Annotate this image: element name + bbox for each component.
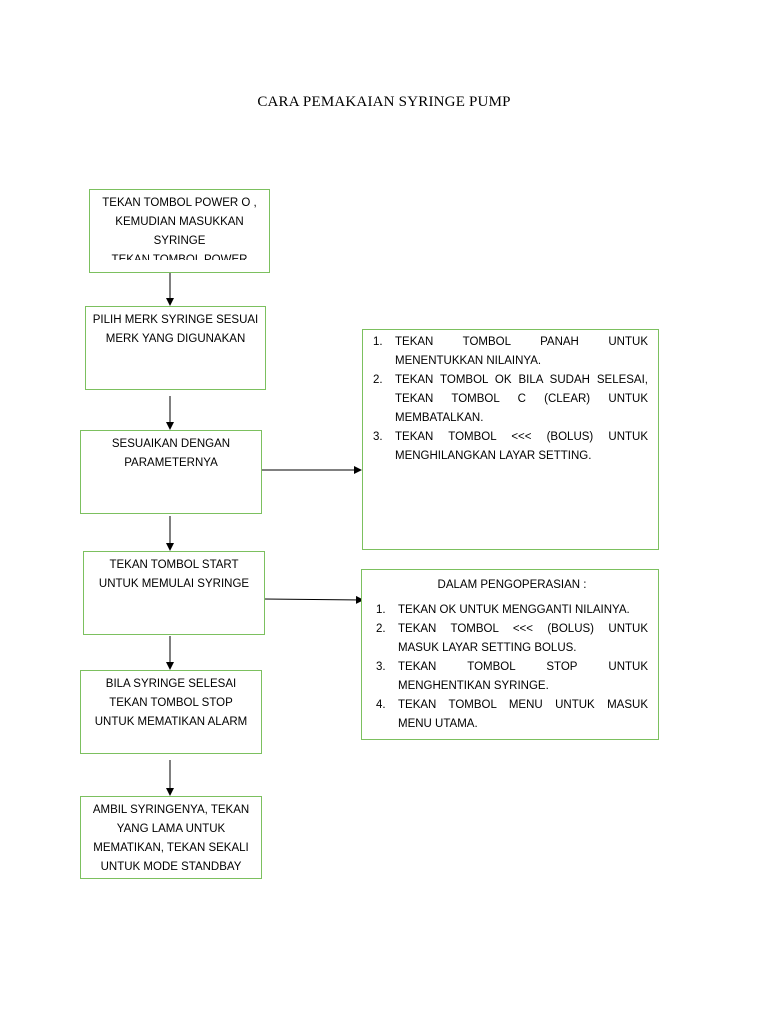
list-number: 2. (376, 623, 386, 635)
step-2-line-2: MERK YANG DIGUNAKAN (105, 333, 246, 345)
operation-notes-box: DALAM PENGOPERASIAN : 1. TEKAN OK UNTUK … (361, 569, 659, 740)
list-number: 3. (376, 661, 386, 673)
list-item-text: MENGHENTIKAN SYRINGE. (398, 680, 549, 692)
step-1-line-3: SYRINGE (153, 235, 206, 247)
step-6-line-1: AMBIL SYRINGENYA, TEKAN (92, 804, 250, 816)
step-4-line-2: UNTUK MEMULAI SYRINGE (98, 578, 250, 590)
list-item-text: MASUK LAYAR SETTING BOLUS. (398, 642, 577, 654)
step-3-box: SESUAIKAN DENGAN PARAMETERNYA (80, 430, 262, 514)
step-5-box: BILA SYRINGE SELESAI TEKAN TOMBOL STOP U… (80, 670, 262, 754)
list-item: 1. TEKAN OK UNTUK MENGGANTI NILAINYA. (376, 601, 648, 620)
list-item-text: TEKAN TOMBOL MENU UNTUK MASUK (398, 699, 648, 711)
parameter-notes-list: 1. TEKAN TOMBOL PANAH UNTUK MENENTUKKAN … (373, 333, 648, 466)
list-item-text: TEKAN TOMBOL STOP UNTUK (398, 661, 648, 673)
list-item-text: MENENTUKKAN NILAINYA. (395, 355, 542, 367)
list-item-text: MENGHILANGKAN LAYAR SETTING. (395, 450, 592, 462)
step-1-clipped-text: TEKAN TOMBOL POWER (111, 254, 248, 266)
step-6-line-2: YANG LAMA UNTUK (116, 823, 226, 835)
list-item-text: TEKAN OK UNTUK MENGGANTI NILAINYA. (398, 604, 630, 616)
parameter-notes-box: 1. TEKAN TOMBOL PANAH UNTUK MENENTUKKAN … (362, 329, 659, 550)
step-6-line-3: MEMATIKAN, TEKAN SEKALI (93, 842, 249, 854)
list-item-text: TEKAN TOMBOL C (CLEAR) UNTUK (395, 393, 648, 405)
step-3-line-2: PARAMETERNYA (124, 457, 218, 469)
list-item: 2. TEKAN TOMBOL <<< (BOLUS) UNTUK MASUK … (376, 620, 648, 658)
list-item: 3. TEKAN TOMBOL STOP UNTUK MENGHENTIKAN … (376, 658, 648, 696)
list-item-text: TEKAN TOMBOL <<< (BOLUS) UNTUK (398, 623, 648, 635)
step-1-line-1: TEKAN TOMBOL POWER O , (102, 197, 257, 209)
list-item-text: TEKAN TOMBOL PANAH UNTUK (395, 336, 648, 348)
step-4-line-1: TEKAN TOMBOL START (109, 559, 239, 571)
list-item-text: TEKAN TOMBOL <<< (BOLUS) UNTUK (395, 431, 648, 443)
list-item-text: MENU UTAMA. (398, 718, 478, 730)
step-2-box: PILIH MERK SYRINGE SESUAI MERK YANG DIGU… (85, 306, 266, 390)
page-title: CARA PEMAKAIAN SYRINGE PUMP (257, 94, 511, 110)
step-5-line-3: UNTUK MEMATIKAN ALARM (94, 716, 248, 728)
operation-notes-heading: DALAM PENGOPERASIAN : (437, 579, 587, 591)
list-item-text: TEKAN TOMBOL OK BILA SUDAH SELESAI, (395, 374, 648, 386)
step-4-box: TEKAN TOMBOL START UNTUK MEMULAI SYRINGE (83, 551, 265, 635)
list-number: 1. (376, 604, 386, 616)
list-item: 1. TEKAN TOMBOL PANAH UNTUK MENENTUKKAN … (373, 333, 648, 371)
list-item: 2. TEKAN TOMBOL OK BILA SUDAH SELESAI, T… (373, 371, 648, 428)
operation-notes-list: 1. TEKAN OK UNTUK MENGGANTI NILAINYA. 2.… (376, 601, 648, 734)
list-number: 4. (376, 699, 386, 711)
list-item: 3. TEKAN TOMBOL <<< (BOLUS) UNTUK MENGHI… (373, 428, 648, 466)
step-6-box: AMBIL SYRINGENYA, TEKAN YANG LAMA UNTUK … (80, 796, 262, 879)
step-2-line-1: PILIH MERK SYRINGE SESUAI (92, 314, 259, 326)
list-number: 3. (373, 431, 383, 443)
step-5-line-2: TEKAN TOMBOL STOP (109, 697, 233, 709)
list-number: 1. (373, 336, 383, 348)
step-1-line-2: KEMUDIAN MASUKKAN (115, 216, 244, 228)
step-6-line-4: UNTUK MODE STANDBAY (100, 861, 242, 873)
list-item: 4. TEKAN TOMBOL MENU UNTUK MASUK MENU UT… (376, 696, 648, 734)
step-1-box: TEKAN TOMBOL POWER O , KEMUDIAN MASUKKAN… (89, 189, 270, 273)
list-item-text: MEMBATALKAN. (395, 412, 484, 424)
list-number: 2. (373, 374, 383, 386)
arrow-step4-to-operation-notes (263, 595, 364, 604)
step-3-line-1: SESUAIKAN DENGAN (111, 438, 231, 450)
step-5-line-1: BILA SYRINGE SELESAI (105, 678, 237, 690)
